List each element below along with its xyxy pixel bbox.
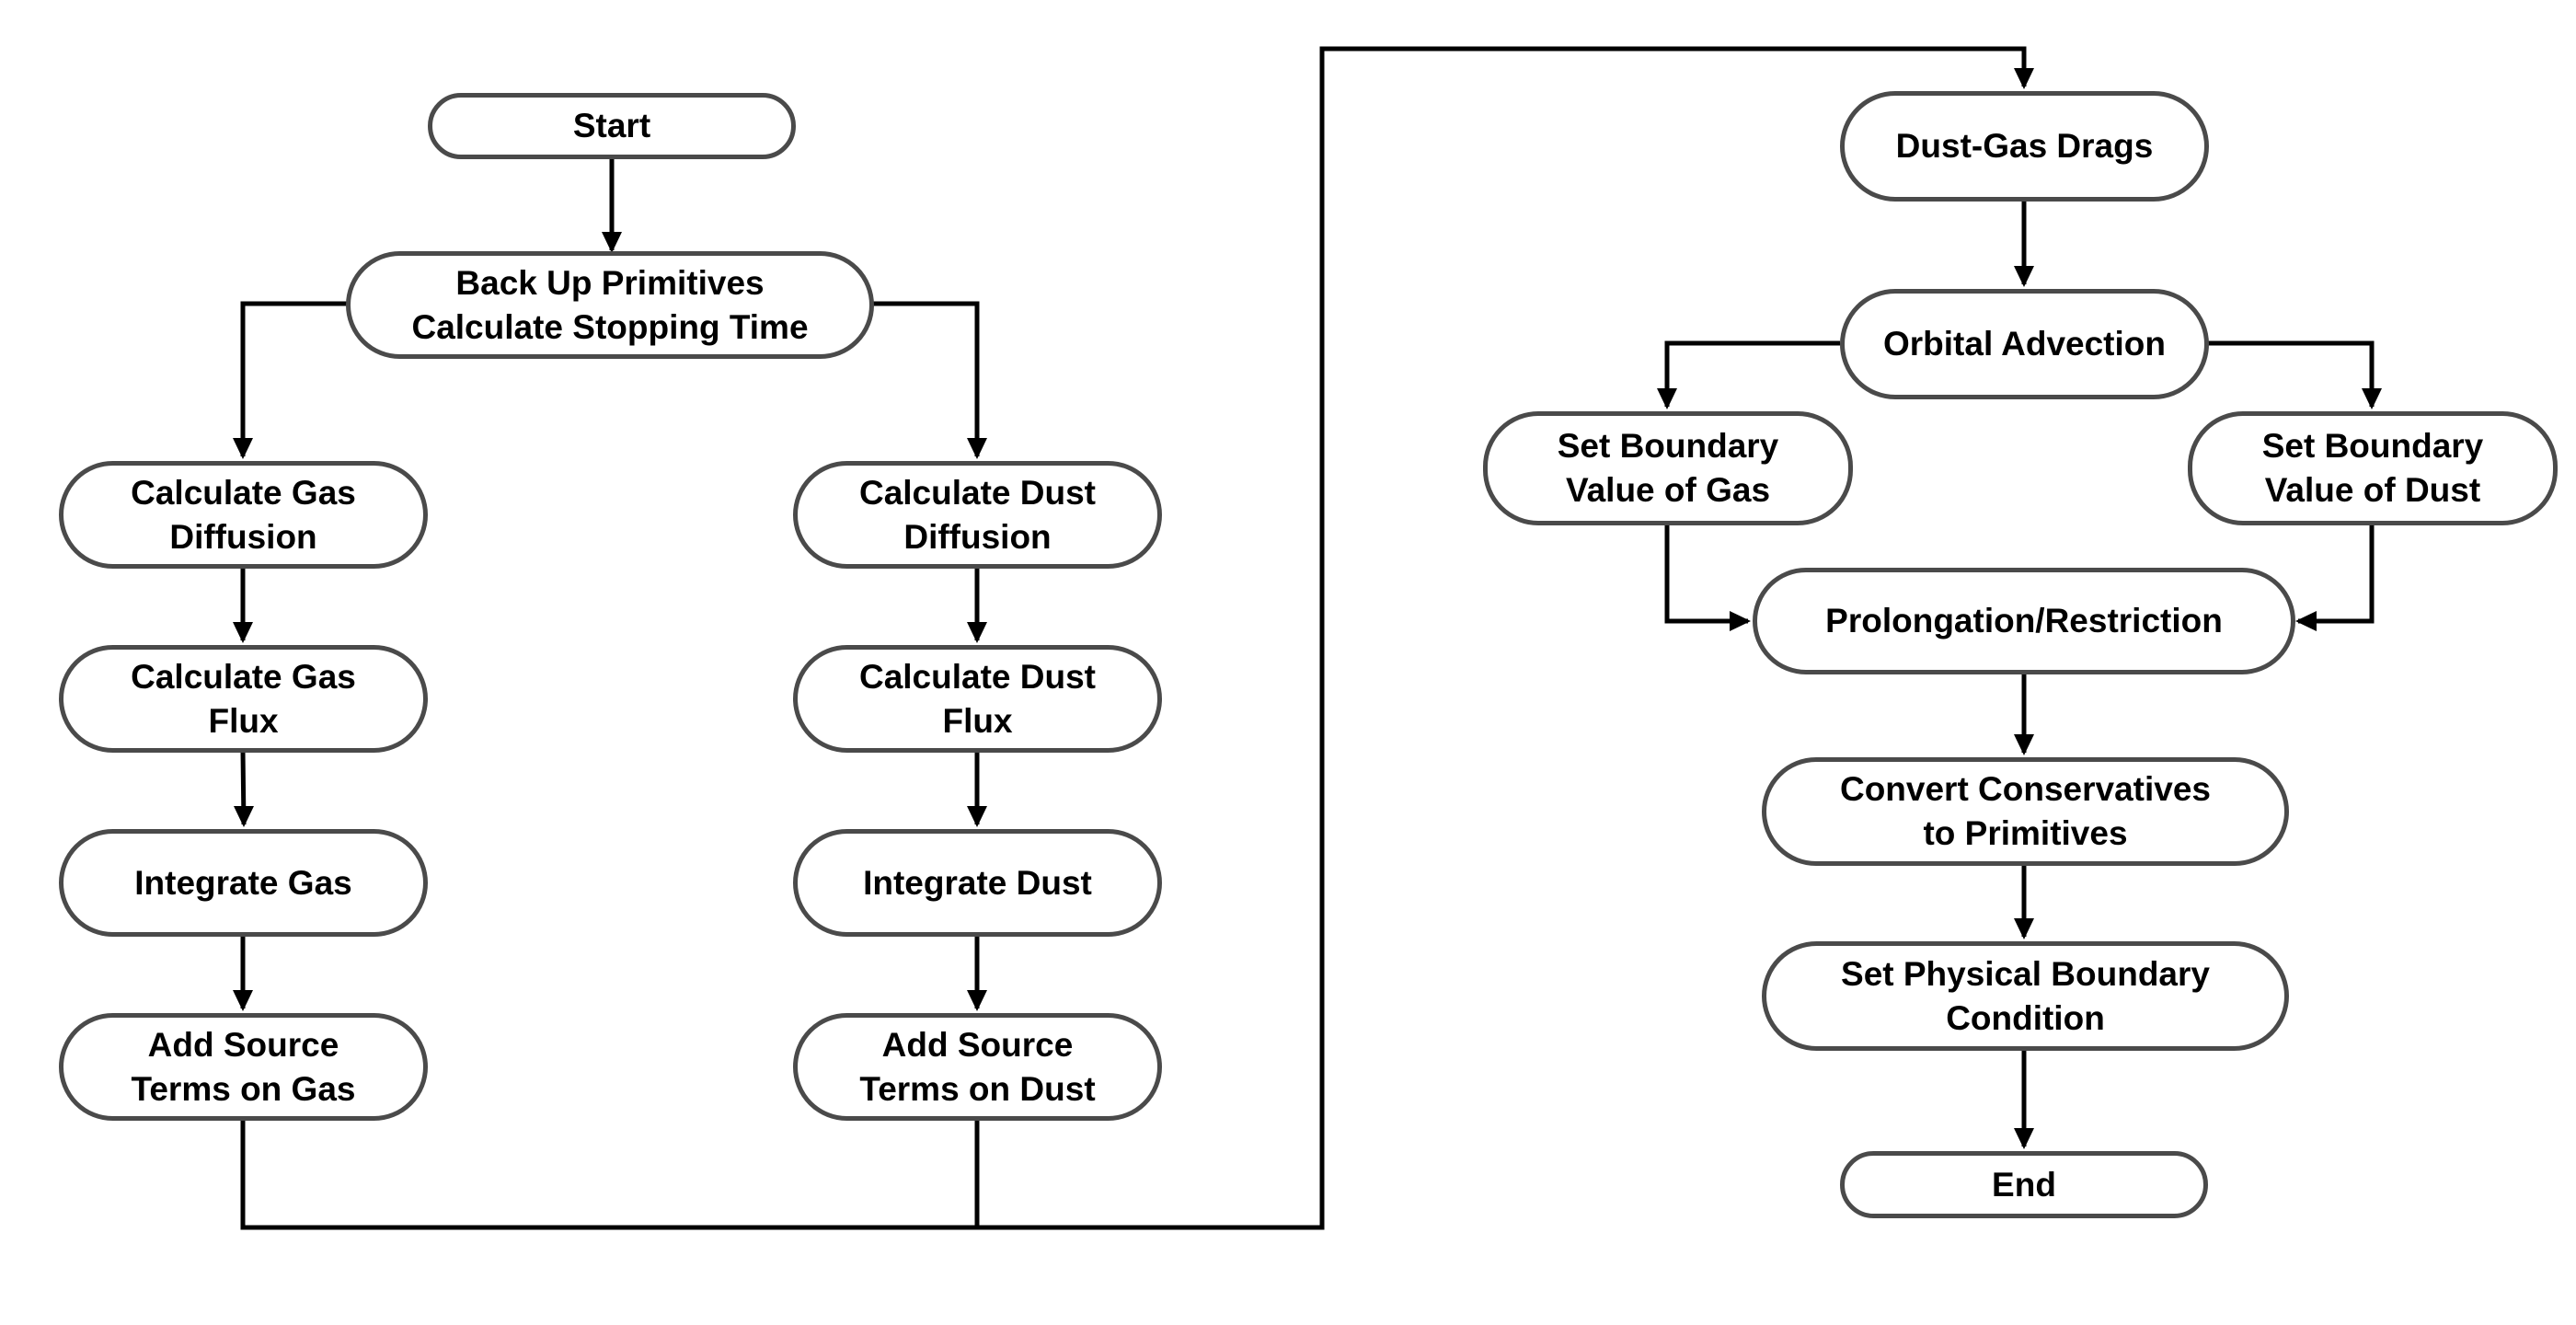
dust-flux-line-2: Flux: [942, 701, 1013, 740]
arrowhead-dust-diffusion: [967, 438, 987, 459]
arrowhead-dust-flux: [967, 622, 987, 643]
arrow-orbital-to-boundary-gas: [1664, 340, 1840, 407]
source-gas-line-1: Add Source: [147, 1025, 339, 1064]
arrow-boundary-dust-to-prolongation: [2298, 524, 2375, 624]
arrowhead-drags: [2014, 68, 2034, 89]
drags-label: Dust-Gas Drags: [1895, 127, 2154, 165]
gas-diffusion-line-1: Calculate Gas: [131, 473, 356, 512]
integrate-gas-label: Integrate Gas: [134, 863, 352, 902]
arrowhead-backup: [602, 232, 622, 253]
arrowhead-prolongation-left: [1730, 611, 1751, 631]
physical-node: Set Physical Boundary Condition: [1762, 941, 2289, 1051]
arrowhead-prolongation-right: [2295, 611, 2317, 631]
convert-line-2: to Primitives: [1923, 814, 2128, 852]
dust-flux-node: Calculate Dust Flux: [793, 645, 1162, 753]
drags-node: Dust-Gas Drags: [1840, 91, 2209, 202]
boundary-gas-node: Set Boundary Value of Gas: [1483, 411, 1853, 525]
arrow-backup-to-dust-diffusion: [872, 301, 980, 456]
integrate-gas-node: Integrate Gas: [59, 829, 428, 937]
arrowhead-convert: [2014, 734, 2034, 755]
dust-diffusion-line-1: Calculate Dust: [858, 473, 1096, 512]
boundary-dust-line-1: Set Boundary: [2261, 427, 2484, 465]
start-node-label: Start: [572, 107, 651, 144]
gas-flux-line-1: Calculate Gas: [131, 657, 356, 696]
dust-diffusion-node: Calculate Dust Diffusion: [793, 461, 1162, 569]
source-dust-node: Add Source Terms on Dust: [793, 1013, 1162, 1121]
boundary-gas-line-1: Set Boundary: [1557, 427, 1779, 465]
arrow-boundary-gas-to-prolongation: [1664, 524, 1748, 624]
end-node-label: End: [1992, 1165, 2056, 1204]
arrowhead-physical: [2014, 918, 2034, 939]
arrowhead-integrate-dust: [967, 806, 987, 827]
arrowhead-gas-flux: [233, 622, 253, 643]
orbital-label: Orbital Advection: [1882, 325, 2166, 363]
gas-diffusion-node: Calculate Gas Diffusion: [59, 461, 428, 569]
boundary-gas-line-2: Value of Gas: [1565, 471, 1771, 509]
source-gas-node: Add Source Terms on Gas: [59, 1013, 428, 1121]
physical-line-2: Condition: [1946, 998, 2105, 1037]
arrowhead-boundary-gas: [1657, 388, 1677, 409]
arrowhead-source-dust: [967, 990, 987, 1011]
connector-merge-bottom: [240, 46, 2027, 1230]
orbital-node: Orbital Advection: [1840, 289, 2209, 399]
convert-node: Convert Conservatives to Primitives: [1762, 757, 2289, 866]
end-node: End: [1840, 1151, 2208, 1218]
prolongation-node: Prolongation/Restriction: [1753, 568, 2295, 674]
arrowhead-gas-diffusion: [233, 438, 253, 459]
convert-line-1: Convert Conservatives: [1839, 770, 2212, 808]
arrow-orbital-to-boundary-dust: [2208, 340, 2375, 407]
arrowhead-integrate-gas: [234, 806, 254, 827]
arrow-backup-to-gas-diffusion: [240, 301, 348, 456]
dust-diffusion-line-2: Diffusion: [903, 517, 1052, 556]
arrowhead-boundary-dust: [2362, 388, 2382, 409]
arrowhead-source-gas: [233, 990, 253, 1011]
backup-node: Back Up Primitives Calculate Stopping Ti…: [346, 251, 874, 359]
integrate-dust-label: Integrate Dust: [863, 863, 1092, 902]
backup-node-line-2: Calculate Stopping Time: [411, 307, 809, 346]
backup-node-line-1: Back Up Primitives: [455, 263, 765, 302]
source-dust-line-1: Add Source: [881, 1025, 1074, 1064]
arrowhead-end: [2014, 1128, 2034, 1149]
physical-line-1: Set Physical Boundary: [1841, 954, 2210, 993]
source-dust-line-2: Terms on Dust: [859, 1069, 1096, 1108]
start-node: Start: [428, 93, 796, 159]
dust-flux-line-1: Calculate Dust: [858, 657, 1096, 696]
boundary-dust-node: Set Boundary Value of Dust: [2188, 411, 2558, 525]
boundary-dust-line-2: Value of Dust: [2264, 471, 2481, 509]
source-gas-line-2: Terms on Gas: [131, 1069, 356, 1108]
gas-diffusion-line-2: Diffusion: [169, 517, 317, 556]
integrate-dust-node: Integrate Dust: [793, 829, 1162, 937]
gas-flux-node: Calculate Gas Flux: [59, 645, 428, 753]
prolongation-label: Prolongation/Restriction: [1825, 602, 2223, 639]
arrowhead-orbital: [2014, 266, 2034, 287]
gas-flux-line-2: Flux: [208, 701, 279, 740]
